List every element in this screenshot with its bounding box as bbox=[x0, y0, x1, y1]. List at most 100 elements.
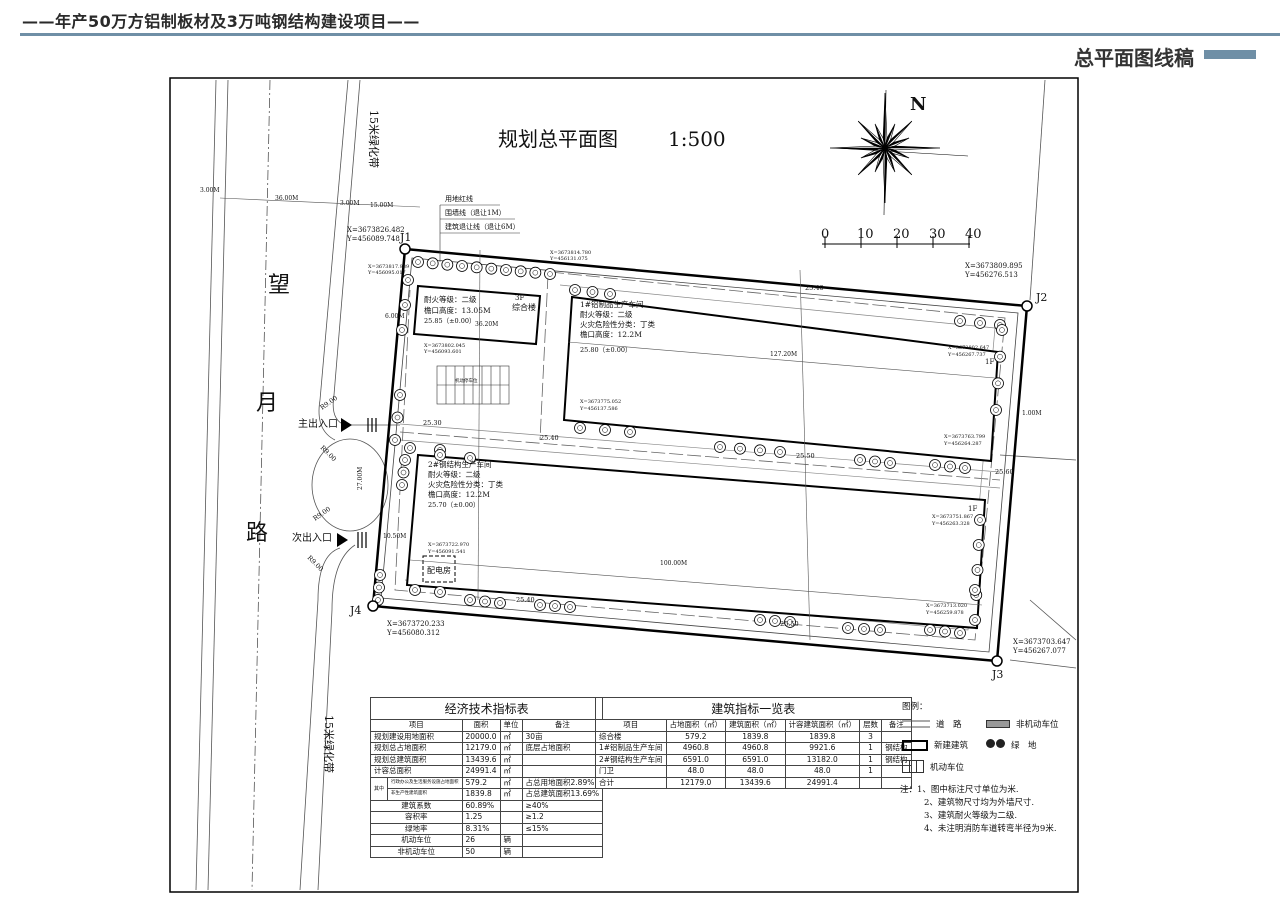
north-arrow-icon bbox=[829, 89, 969, 216]
svg-text:X=3673763.799: X=3673763.799 bbox=[944, 434, 985, 440]
svg-text:X=3673814.780: X=3673814.780 bbox=[550, 250, 591, 256]
legend-car-parking: 机动车位 bbox=[902, 760, 964, 773]
tree-icon bbox=[774, 446, 786, 458]
svg-text:25.60: 25.60 bbox=[995, 468, 1014, 476]
table-cell: 3 bbox=[859, 730, 883, 743]
table-cell: 4960.8 bbox=[665, 742, 727, 755]
table-cell: 60.89% bbox=[461, 799, 501, 812]
table-cell: 容积率 bbox=[370, 811, 463, 824]
table-cell: 底层占地面积 bbox=[521, 742, 604, 755]
building-complex bbox=[412, 284, 542, 346]
svg-text:X=3673802.045: X=3673802.045 bbox=[424, 343, 465, 349]
svg-text:36.20M: 36.20M bbox=[475, 321, 498, 328]
table-cell bbox=[499, 811, 523, 824]
complex-name: 综合楼 bbox=[512, 302, 536, 312]
tree-icon bbox=[586, 286, 599, 298]
tree-icon bbox=[869, 455, 881, 468]
table-cell bbox=[499, 822, 523, 835]
table-cell: 规划总建筑面积 bbox=[370, 753, 463, 766]
scale-tick-label: 20 bbox=[893, 227, 910, 242]
svg-text:X=3673817.989: X=3673817.989 bbox=[368, 264, 409, 270]
table-cell bbox=[859, 776, 883, 789]
svg-text:X=3673713.020: X=3673713.020 bbox=[926, 603, 967, 609]
svg-text:Y=456267.737: Y=456267.737 bbox=[947, 352, 986, 358]
svg-text:25.50: 25.50 bbox=[796, 452, 815, 460]
svg-text:1.00M: 1.00M bbox=[1022, 410, 1042, 417]
tree-icon bbox=[574, 422, 586, 434]
point-label-j2: J2 bbox=[1035, 291, 1047, 304]
table-cell: ㎡ bbox=[499, 753, 523, 766]
note-2: 2、建筑物尺寸均为外墙尺寸. bbox=[924, 798, 1035, 808]
section-title: 总平面图线稿 bbox=[1074, 46, 1194, 70]
tree-icon bbox=[994, 350, 1006, 363]
tree-icon bbox=[624, 426, 636, 438]
tree-icon bbox=[397, 466, 410, 479]
legend-road: 道 路 bbox=[902, 718, 962, 730]
parking-grid bbox=[436, 365, 510, 405]
tree-icon bbox=[500, 264, 512, 276]
table-cell: 6591.0 bbox=[665, 753, 727, 766]
tree-icon bbox=[939, 625, 951, 638]
road-name-char-2: 月 bbox=[256, 391, 278, 416]
table-cell: 1839.8 bbox=[725, 730, 786, 743]
table-cell bbox=[521, 834, 604, 847]
table-cell: 1.25 bbox=[461, 811, 501, 824]
svg-text:Y=456093.601: Y=456093.601 bbox=[423, 349, 462, 355]
table-cell: 非机动车位 bbox=[370, 845, 463, 858]
table-cell: 4960.8 bbox=[725, 742, 786, 755]
tree-icon bbox=[924, 624, 936, 636]
tree-icon bbox=[854, 454, 866, 466]
legend-bike-parking-label: 非机动车位 bbox=[1016, 720, 1059, 730]
tree-icon bbox=[409, 584, 421, 596]
svg-text:Y=456263.328: Y=456263.328 bbox=[931, 521, 970, 527]
svg-text:X=3673722.970: X=3673722.970 bbox=[428, 542, 469, 548]
tree-icon bbox=[391, 411, 404, 424]
table-cell bbox=[521, 765, 604, 778]
svg-text:25.30: 25.30 bbox=[423, 419, 442, 427]
table-cell: 12179.0 bbox=[461, 742, 501, 755]
svg-text:15.00M: 15.00M bbox=[370, 202, 393, 209]
table-cell: ㎡ bbox=[499, 742, 523, 755]
table-cell bbox=[499, 799, 523, 812]
tree-icon bbox=[784, 616, 796, 628]
tree-icon bbox=[990, 404, 1002, 416]
econ-header-row: 项目面积单位备注 bbox=[370, 719, 604, 732]
tree-icon bbox=[485, 262, 498, 275]
svg-text:25.40: 25.40 bbox=[540, 434, 559, 442]
building-2-workshop bbox=[405, 453, 987, 630]
tree-icon bbox=[434, 586, 446, 598]
legend-new-building-label: 新建建筑 bbox=[934, 741, 969, 751]
table-cell: 13439.6 bbox=[461, 753, 501, 766]
table-cell: 非生产性建筑面积 bbox=[387, 788, 463, 801]
column-header: 面积 bbox=[461, 719, 501, 732]
j2-coord-x: X=3673809.895 bbox=[965, 262, 1023, 270]
legend-title: 图例： bbox=[902, 702, 928, 712]
table-cell: ≥40% bbox=[521, 799, 604, 812]
table-cell bbox=[881, 765, 912, 778]
tree-icon bbox=[399, 299, 411, 311]
point-label-j1: J1 bbox=[399, 231, 411, 244]
tree-icon bbox=[434, 449, 446, 461]
tree-icon bbox=[954, 315, 966, 327]
svg-text:Y=456259.878: Y=456259.878 bbox=[925, 610, 964, 616]
project-title: ——年产50万方铝制板材及3万吨钢结构建设项目—— bbox=[22, 12, 420, 31]
tree-icon bbox=[396, 324, 408, 336]
svg-text:用地红线: 用地红线 bbox=[445, 194, 473, 203]
svg-text:Y=456131.075: Y=456131.075 bbox=[549, 256, 588, 262]
svg-text:27.00M: 27.00M bbox=[357, 467, 364, 490]
green-belt-label-top: 15米绿化带 bbox=[367, 110, 381, 168]
note-4: 4、未注明消防车道转弯半径为9米. bbox=[924, 824, 1057, 834]
tree-icon bbox=[969, 584, 981, 596]
scale-tick-label: 40 bbox=[965, 227, 982, 242]
svg-text:25.40: 25.40 bbox=[805, 284, 824, 292]
ws1-floors: 1F bbox=[985, 358, 994, 366]
tree-icon bbox=[404, 442, 416, 454]
table-cell: ≤15% bbox=[521, 822, 604, 835]
